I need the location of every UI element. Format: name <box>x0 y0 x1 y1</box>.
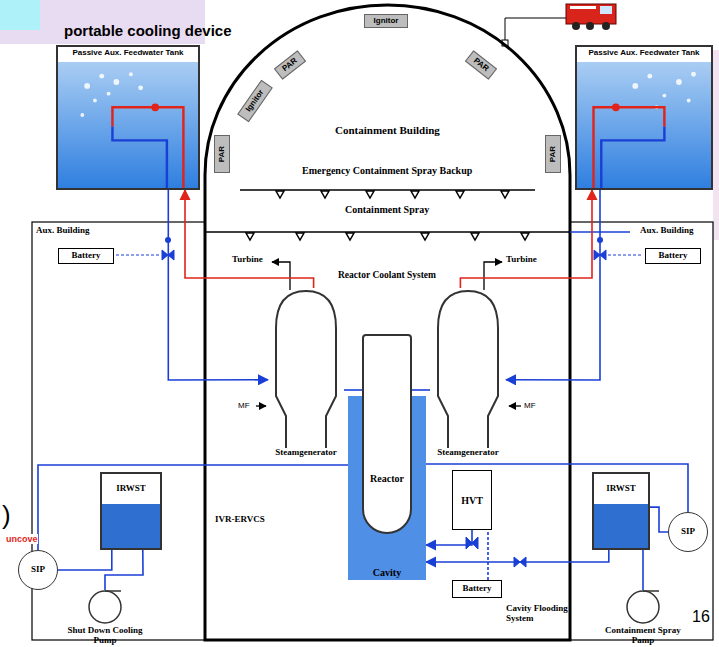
text-label: IVR-ERVCS <box>215 515 265 525</box>
node-label: Passive Aux. Feedwater Tank <box>588 49 699 58</box>
node-label: SIP <box>31 565 45 575</box>
text-label: MF <box>524 401 536 410</box>
steam-line <box>185 190 314 288</box>
feedwater-tank: Passive Aux. Feedwater Tank <box>56 45 200 190</box>
node-label: Battery <box>72 251 101 261</box>
feedwater-tank: Passive Aux. Feedwater Tank <box>575 45 713 190</box>
text-label: ) <box>2 500 11 531</box>
text-label: uncove <box>6 534 38 544</box>
aux-building-outline <box>570 222 713 640</box>
battery-box: Battery <box>452 580 502 598</box>
cooling-pump: Shut Down Cooling Pump <box>60 590 150 646</box>
valve-symbol <box>162 250 606 567</box>
spray-pump: Containment Spray Pamp <box>598 590 688 646</box>
text-label: Aux. Building <box>36 226 90 236</box>
sip-pump: SIP <box>18 550 58 590</box>
node-label: Containment Spray Pamp <box>598 626 688 646</box>
par-unit: PAR <box>274 50 306 80</box>
text-label: Containment Spray <box>345 204 429 215</box>
node-label: Battery <box>659 251 688 261</box>
node-label: Steamgenerator <box>274 448 337 458</box>
text-label: Emergency Containment Spray Backup <box>302 165 472 176</box>
node-label: Shut Down Cooling Pump <box>60 626 150 646</box>
reactor-cavity: Cavity Reactor <box>348 330 426 580</box>
water-line <box>642 550 644 590</box>
text-label: Aux. Building <box>640 226 694 236</box>
node-label: PAR <box>281 57 299 74</box>
steamgenerator: Steamgenerator <box>430 288 506 458</box>
node-label: PAR <box>218 146 227 162</box>
par-unit: PAR <box>465 50 497 80</box>
par-unit: PAR <box>545 135 561 173</box>
containment-outline <box>205 5 570 640</box>
text-label: 16 <box>692 608 710 626</box>
node-label: HVT <box>461 495 483 506</box>
node-label: Reactor <box>370 473 404 484</box>
node-label: Cavity <box>373 567 401 578</box>
text-label: MF <box>238 401 250 410</box>
steamgenerator: Steamgenerator <box>268 288 344 458</box>
tank-coil <box>577 47 711 188</box>
battery-box: Battery <box>645 248 701 264</box>
irwst-tank: IRWST <box>100 472 162 550</box>
text-label: Reactor Coolant System <box>338 270 436 280</box>
spray-header <box>205 190 630 240</box>
hvt-tank: HVT <box>452 470 492 530</box>
water-line <box>38 465 362 550</box>
aux-building-outline <box>32 222 205 640</box>
text-label: Turbine <box>232 255 263 265</box>
steamgenerator-vessel <box>430 288 506 458</box>
steam-line <box>460 190 592 288</box>
control-line <box>116 255 643 256</box>
node-label: Ignitor <box>244 88 265 113</box>
water-line <box>506 190 600 380</box>
text-label: Containment Building <box>335 124 440 136</box>
ignitor-unit: Ignitor <box>237 80 273 122</box>
node-label: PAR <box>472 57 490 74</box>
water-line <box>487 530 489 580</box>
water-line <box>58 550 112 570</box>
steamgenerator-vessel <box>268 288 344 458</box>
node-label: IRWST <box>116 484 146 494</box>
slide-band <box>713 50 719 240</box>
sip-pump: SIP <box>668 512 708 552</box>
water-line <box>426 550 609 562</box>
node-label: IRWST <box>606 484 636 494</box>
node-label: Steamgenerator <box>436 448 499 458</box>
water-line <box>168 190 268 380</box>
water-line <box>426 530 472 545</box>
node-label: Ignitor <box>374 17 399 26</box>
hose-line <box>505 18 566 45</box>
node-label: SIP <box>681 527 695 537</box>
par-unit: PAR <box>214 135 230 173</box>
ignitor-unit: Ignitor <box>364 14 408 28</box>
text-label: Turbine <box>506 255 537 265</box>
reactor-vessel: Reactor <box>362 334 412 534</box>
irwst-tank: IRWST <box>592 472 650 550</box>
node-label: PAR <box>549 146 558 162</box>
text-label: Cavity Flooding System <box>506 604 592 624</box>
node-label: Battery <box>463 584 492 594</box>
water-line <box>105 550 143 590</box>
text-label: portable cooling device <box>64 22 232 39</box>
battery-box: Battery <box>58 248 114 264</box>
node-label: Passive Aux. Feedwater Tank <box>72 49 183 58</box>
fire-truck <box>566 4 616 30</box>
slide-band <box>0 0 40 30</box>
water-line <box>650 507 668 532</box>
tank-coil <box>58 47 198 188</box>
